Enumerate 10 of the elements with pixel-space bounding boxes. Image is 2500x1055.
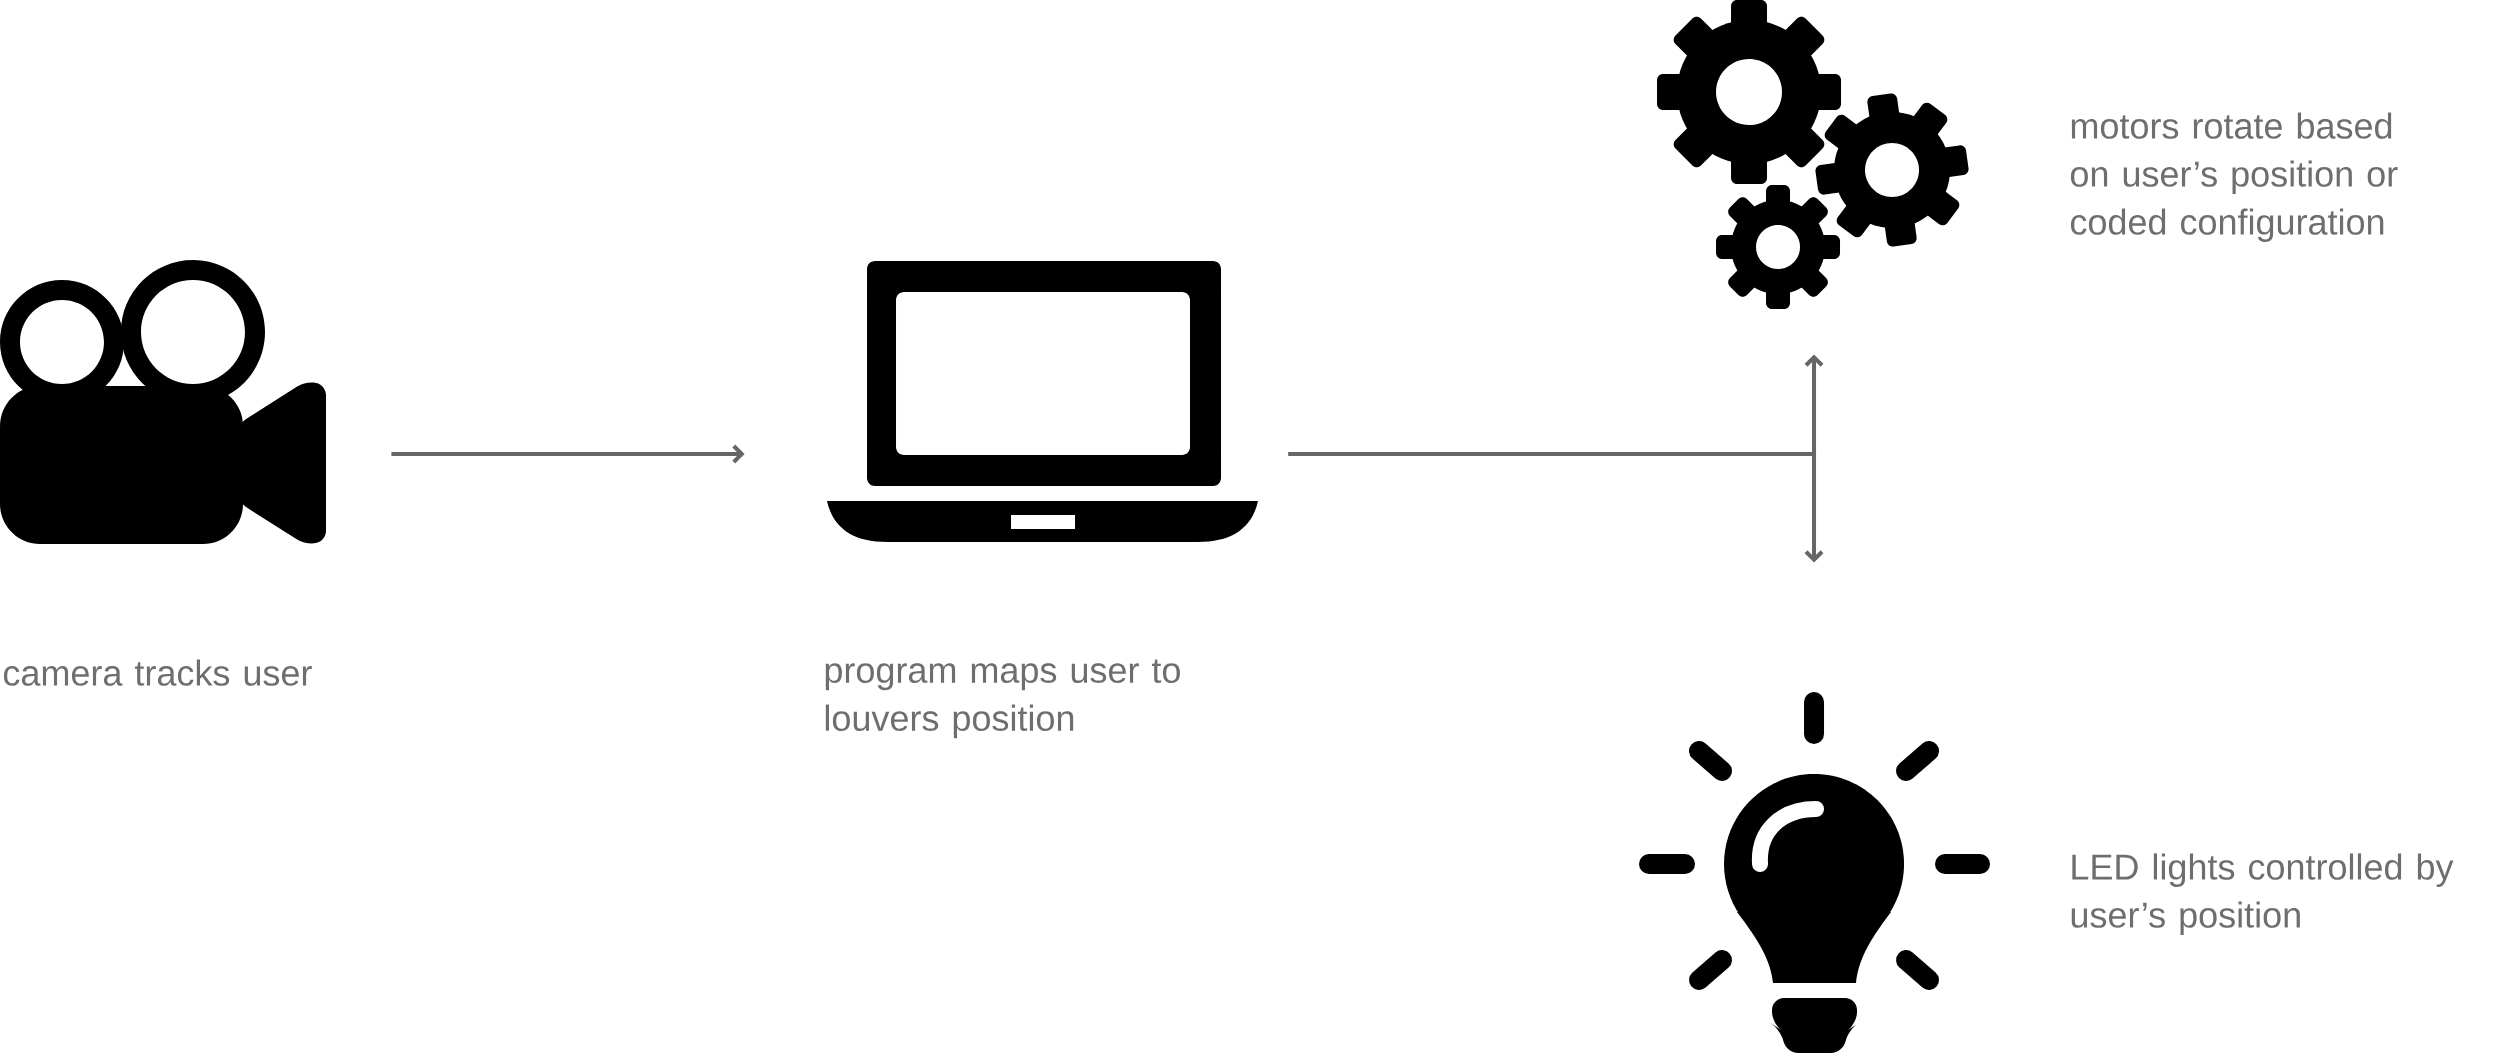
node-label: program maps user to louvers position bbox=[825, 659, 1180, 739]
camera-icon bbox=[0, 260, 326, 544]
node-label: motors rotate based on user’s position or coded configuration bbox=[2070, 112, 2398, 242]
laptop-icon bbox=[827, 261, 1258, 542]
gears-icon bbox=[1657, 0, 1969, 309]
arrow bbox=[391, 444, 745, 464]
lightbulb-icon bbox=[1639, 692, 1990, 1053]
arrow bbox=[1288, 452, 1824, 563]
node-label: camera tracks user bbox=[3, 659, 312, 686]
node-label: LED lights controlled by user’s position bbox=[2071, 853, 2454, 935]
